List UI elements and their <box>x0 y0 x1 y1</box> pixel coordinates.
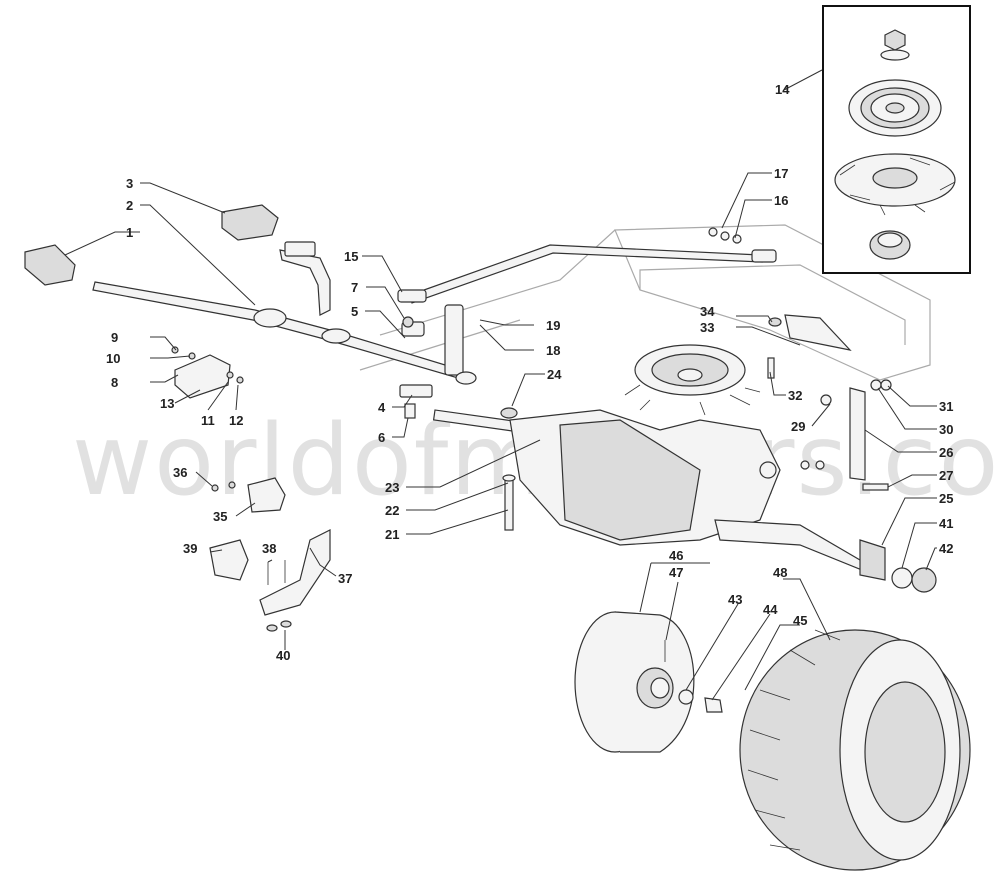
callout-46: 46 <box>669 548 683 563</box>
control-rod <box>397 227 777 304</box>
callout-43: 43 <box>728 592 742 607</box>
callout-37: 37 <box>338 571 352 586</box>
callout-44: 44 <box>763 602 778 617</box>
left-small-parts <box>24 204 433 632</box>
lever-rod <box>92 241 477 385</box>
callout-5: 5 <box>351 304 358 319</box>
callout-9: 9 <box>111 330 118 345</box>
callout-31: 31 <box>939 399 953 414</box>
callout-12: 12 <box>229 413 243 428</box>
callout-15: 15 <box>344 249 358 264</box>
callout-36: 36 <box>173 465 187 480</box>
callout-14: 14 <box>775 82 790 97</box>
callout-17: 17 <box>774 166 788 181</box>
callout-3: 3 <box>126 176 133 191</box>
wheel-rim <box>574 611 723 753</box>
callout-45: 45 <box>793 613 807 628</box>
callout-41: 41 <box>939 516 953 531</box>
chassis-frame <box>359 224 931 381</box>
callout-29: 29 <box>791 419 805 434</box>
callout-39: 39 <box>183 541 197 556</box>
callout-21: 21 <box>385 527 399 542</box>
callout-22: 22 <box>385 503 399 518</box>
callout-13: 13 <box>160 396 174 411</box>
callout-40: 40 <box>276 648 290 663</box>
callout-26: 26 <box>939 445 953 460</box>
callout-19: 19 <box>546 318 560 333</box>
callout-23: 23 <box>385 480 399 495</box>
callout-32: 32 <box>788 388 802 403</box>
callout-38: 38 <box>262 541 276 556</box>
callout-34: 34 <box>700 304 715 319</box>
transmission <box>432 344 886 581</box>
callout-11: 11 <box>201 413 215 428</box>
callout-27: 27 <box>939 468 953 483</box>
callout-8: 8 <box>111 375 118 390</box>
callout-48: 48 <box>773 565 787 580</box>
callout-30: 30 <box>939 422 953 437</box>
callout-4: 4 <box>378 400 386 415</box>
pulley-inset <box>822 5 971 274</box>
callout-42: 42 <box>939 541 953 556</box>
callout-7: 7 <box>351 280 358 295</box>
callout-2: 2 <box>126 198 133 213</box>
callout-18: 18 <box>546 343 560 358</box>
callout-16: 16 <box>774 193 788 208</box>
callout-35: 35 <box>213 509 227 524</box>
callout-33: 33 <box>700 320 714 335</box>
leader-lines <box>64 69 937 701</box>
tyre <box>739 629 971 871</box>
callout-24: 24 <box>547 367 562 382</box>
callout-10: 10 <box>106 351 120 366</box>
callout-47: 47 <box>669 565 683 580</box>
callout-6: 6 <box>378 430 385 445</box>
callout-25: 25 <box>939 491 953 506</box>
callout-1: 1 <box>126 225 133 240</box>
callout-labels: 1 2 3 4 5 6 7 8 9 10 11 12 13 14 15 16 1… <box>106 82 953 663</box>
right-bracket-parts <box>767 314 937 593</box>
